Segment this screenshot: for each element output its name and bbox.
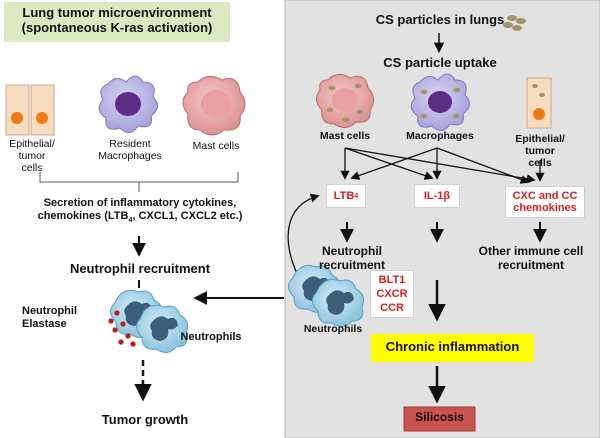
arrow-macro-to-ltb4 <box>350 147 438 180</box>
right-mast-cells-label: Mast cells <box>319 130 371 142</box>
cs-particles-label: CS particles in lungs <box>375 12 505 27</box>
right-epithelial-label: Epithelial/ tumor cells <box>515 133 565 170</box>
cs-particles-icon <box>503 15 526 31</box>
right-macrophages-label: Macrophages <box>406 130 474 142</box>
silicosis-box <box>403 406 476 432</box>
other-immune-label: Other immune cell recruitment <box>478 244 584 272</box>
right-epithelial-cell-icon <box>526 77 552 129</box>
il1b-box: IL-1β <box>414 184 460 208</box>
epithelial-label: Epithelial/ tumor cells <box>9 138 55 175</box>
resident-macrophage-icon <box>98 75 158 133</box>
left-neutrophil-recruitment: Neutrophil recruitment <box>69 261 211 276</box>
right-panel <box>284 0 600 438</box>
cxc-chemokines-box: CXC and CC chemokines <box>505 186 585 218</box>
arrow-macro-to-cxc <box>436 147 530 184</box>
right-neutrophils-icon <box>288 264 364 327</box>
left-title-line1: Lung tumor microenvironment <box>22 5 212 20</box>
secretion-text: Secretion of inflammatory cytokines, che… <box>37 197 243 224</box>
left-neutrophils-label: Neutrophils <box>180 331 242 343</box>
mast-cells-label: Mast cells <box>192 140 240 152</box>
left-title-box <box>4 2 230 42</box>
feedback-arrow-to-ltb4 <box>287 193 320 281</box>
right-neutrophil-recruitment: Neutrophil recruitment <box>318 244 386 272</box>
arrow-mast-to-il1b <box>344 147 434 180</box>
receptors-box: BLT1 CXCR CCR <box>370 270 414 318</box>
elastase-dots-icon <box>108 310 136 347</box>
resident-macrophages-label: Resident Macrophages <box>98 138 162 163</box>
cs-uptake-label: CS particle uptake <box>383 55 497 70</box>
right-neutrophils-label: Neutrophils <box>303 323 363 335</box>
right-mast-cell-icon <box>316 74 374 128</box>
mast-cell-icon <box>182 76 246 136</box>
left-title: Lung tumor microenvironment (spontaneous… <box>4 5 230 36</box>
arrow-mast-to-cxc <box>344 147 536 184</box>
chronic-inflammation-box <box>371 334 534 362</box>
left-bracket <box>39 172 239 183</box>
left-neutrophils-icon <box>110 289 188 353</box>
right-macrophage-icon <box>410 73 470 131</box>
tumor-growth-label: Tumor growth <box>101 412 189 427</box>
epithelial-cell-icon <box>5 84 55 136</box>
chronic-inflammation-label: Chronic inflammation <box>385 339 520 354</box>
left-title-line2: (spontaneous K-ras activation) <box>21 19 213 35</box>
neutrophil-elastase-label: Neutrophil Elastase <box>22 305 77 330</box>
silicosis-label: Silicosis <box>415 410 464 424</box>
